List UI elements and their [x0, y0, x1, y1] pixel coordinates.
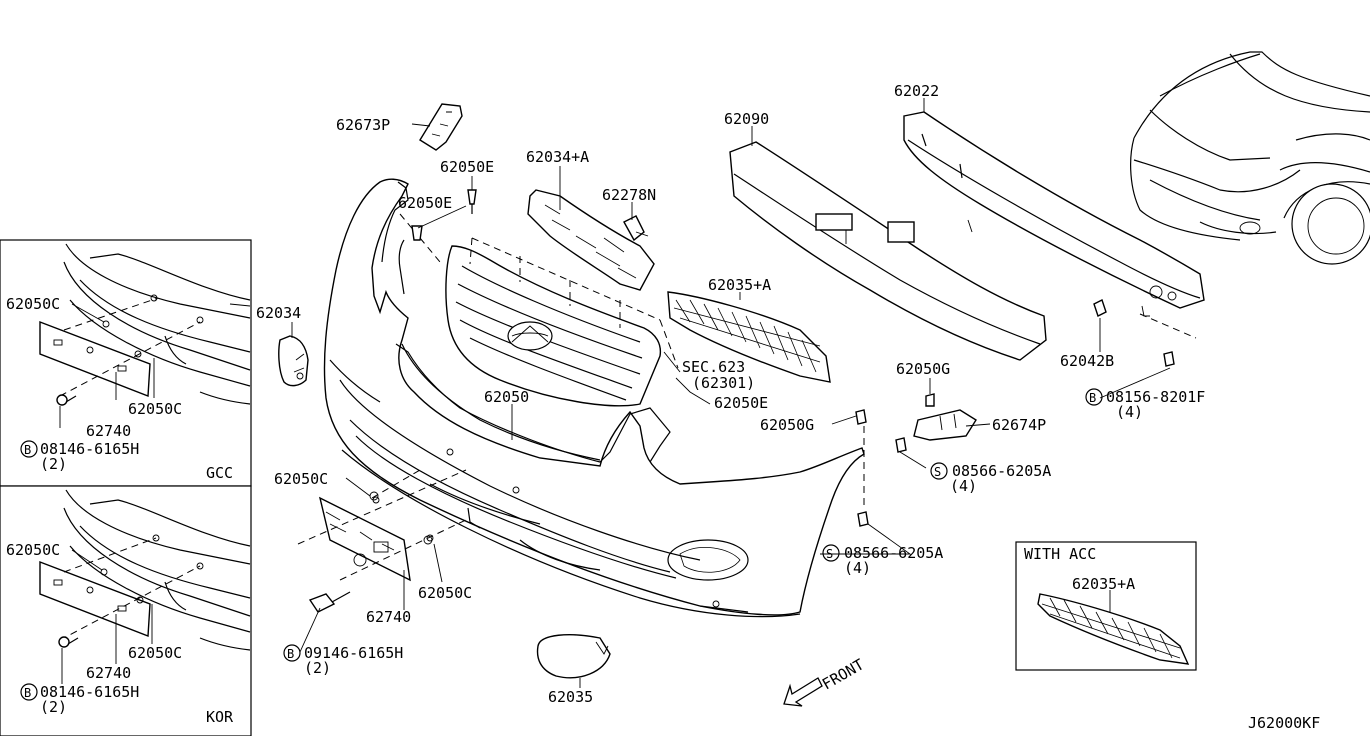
- label-62050e-b[interactable]: 62050E: [398, 194, 452, 212]
- label-62050g-a[interactable]: 62050G: [896, 360, 950, 378]
- grille-bracket-62034a: [527, 189, 655, 291]
- gcc-label-62050c-b: 62050C: [128, 400, 182, 418]
- label-62050e-c[interactable]: 62050E: [714, 394, 768, 412]
- label-sec-623[interactable]: SEC.623: [682, 358, 745, 376]
- label-62035[interactable]: 62035: [548, 688, 593, 706]
- front-arrow-icon: [783, 677, 823, 707]
- label-08566-6205a-a[interactable]: 08566-6205A: [952, 462, 1051, 480]
- label-62740-main[interactable]: 62740: [366, 608, 411, 626]
- kor-bolt-symbol-letter: B: [24, 686, 31, 700]
- kor-label-62740: 62740: [86, 664, 131, 682]
- bolt-symbol-09146-letter: B: [287, 647, 294, 661]
- gcc-bolt-symbol-icon: [20, 440, 38, 458]
- bolt-symbol-08156-letter: B: [1089, 391, 1096, 405]
- label-sec-623-sub: (62301): [692, 374, 755, 392]
- inset-gcc: 62050C 62740 62050C B 08146-6165H (2) GC…: [0, 239, 252, 487]
- bumper-fascia-62022-group: [323, 178, 865, 618]
- clip-62278n: [623, 215, 649, 242]
- screw-symbol-b-icon: [822, 544, 840, 562]
- label-62050c-main-a[interactable]: 62050C: [274, 470, 328, 488]
- label-62050c-main-b[interactable]: 62050C: [418, 584, 472, 602]
- callout-labels: 62673P 62050E 62050E 62034+A 62278N 6209…: [256, 82, 1205, 706]
- label-62674p[interactable]: 62674P: [992, 416, 1046, 434]
- kor-label-62050c-b: 62050C: [128, 644, 182, 662]
- clip-62050e-top: [411, 189, 477, 241]
- clip-62050g-and-bracket-62674p: [855, 393, 977, 527]
- absorber-fitting-line: [1139, 313, 1197, 339]
- fog-lamp-cover-62035: [536, 634, 611, 679]
- screw-symbol-b-letter: S: [826, 547, 833, 561]
- acc-label-62035a: 62035+A: [1072, 575, 1135, 593]
- label-62278n[interactable]: 62278N: [602, 186, 656, 204]
- fog-lamp-opening: [667, 539, 749, 581]
- label-09146-6165h[interactable]: 09146-6165H: [304, 644, 403, 662]
- acc-title: WITH ACC: [1024, 545, 1096, 563]
- gcc-label-bolt-qty: (2): [40, 455, 67, 473]
- label-62035a[interactable]: 62035+A: [708, 276, 771, 294]
- label-62050g-b[interactable]: 62050G: [760, 416, 814, 434]
- kor-bolt-symbol-icon: [20, 683, 38, 701]
- grille-fitting-lines: [399, 213, 679, 369]
- gcc-region-tag: GCC: [206, 464, 233, 482]
- license-bracket-62740: [297, 469, 471, 613]
- label-08156-8201f[interactable]: 08156-8201F: [1106, 388, 1205, 406]
- front-direction-indicator: FRONT: [783, 655, 867, 707]
- gcc-bolt-symbol-letter: B: [24, 443, 31, 457]
- bumper-reinforcement-62090: [729, 141, 1047, 361]
- label-62090[interactable]: 62090: [724, 110, 769, 128]
- label-62050e-a[interactable]: 62050E: [440, 158, 494, 176]
- bolt-08156-8201f-part: [1163, 351, 1175, 367]
- kor-label-62050c-a: 62050C: [6, 541, 60, 559]
- label-08566-6205a-b[interactable]: 08566-6205A: [844, 544, 943, 562]
- bolt-symbol-08156-icon: [1085, 388, 1103, 406]
- gcc-label-bolt: 08146-6165H: [40, 440, 139, 458]
- side-bracket-62034: [278, 335, 309, 387]
- gcc-label-62740: 62740: [86, 422, 131, 440]
- front-label: FRONT: [819, 655, 867, 693]
- gcc-label-62050c-a: 62050C: [6, 295, 60, 313]
- inset-with-acc: WITH ACC 62035+A: [1015, 541, 1197, 671]
- infiniti-emblem: [507, 321, 553, 351]
- label-62034a[interactable]: 62034+A: [526, 148, 589, 166]
- kor-label-bolt-qty: (2): [40, 698, 67, 716]
- kor-region-tag: KOR: [206, 708, 234, 726]
- label-62042b[interactable]: 62042B: [1060, 352, 1114, 370]
- label-08156-qty: (4): [1116, 403, 1143, 421]
- inset-kor: 62050C 62740 62050C B 08146-6165H (2) KO…: [0, 485, 252, 736]
- label-08566-a-qty: (4): [950, 477, 977, 495]
- screw-symbol-a-letter: S: [934, 465, 941, 479]
- label-09146-qty: (2): [304, 659, 331, 677]
- label-62050[interactable]: 62050: [484, 388, 529, 406]
- label-08566-b-qty: (4): [844, 559, 871, 577]
- lower-grille-62035a: [667, 291, 831, 383]
- bolt-symbol-09146-icon: [283, 644, 301, 662]
- label-62673p[interactable]: 62673P: [336, 116, 390, 134]
- nut-62042b: [1093, 299, 1107, 317]
- kor-label-bolt: 08146-6165H: [40, 683, 139, 701]
- label-62022[interactable]: 62022: [894, 82, 939, 100]
- grille-lower-frame: [395, 343, 671, 463]
- bumper-absorber-62022: [903, 111, 1205, 317]
- leader-lines: [291, 98, 1171, 688]
- bracket-62673p: [419, 103, 463, 151]
- front-grille-62050: [445, 245, 662, 407]
- screw-symbol-a-icon: [930, 462, 948, 480]
- diagram-code: J62000KF: [1248, 714, 1320, 732]
- vehicle-silhouette: [1130, 51, 1370, 265]
- label-62034[interactable]: 62034: [256, 304, 301, 322]
